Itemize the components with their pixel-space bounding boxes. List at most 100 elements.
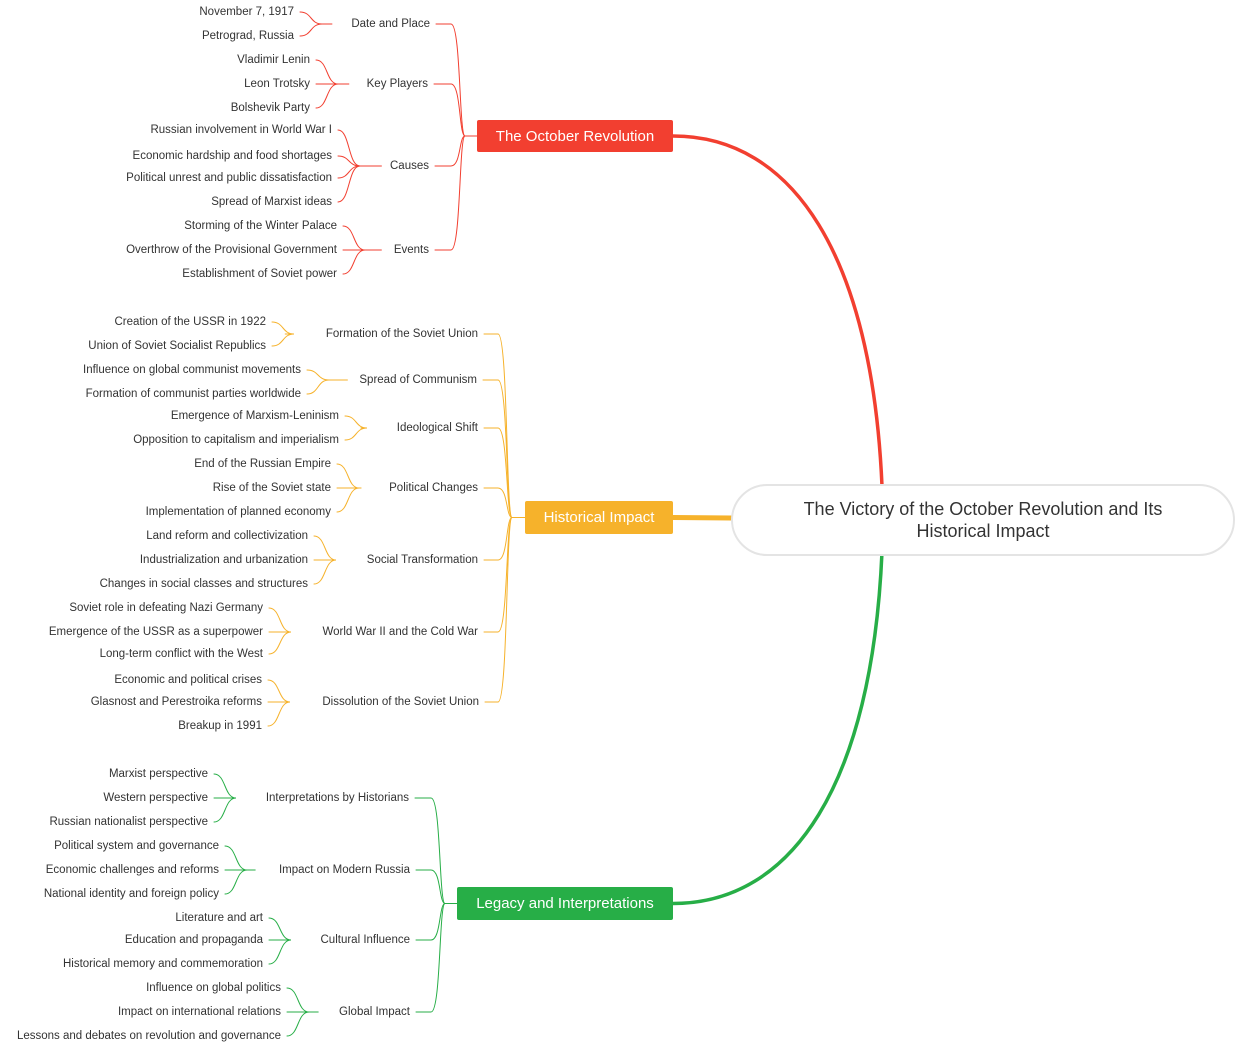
subtopic[interactable]: Key Players bbox=[366, 78, 428, 90]
subtopic[interactable]: Social Transformation bbox=[366, 554, 478, 566]
subtopic[interactable]: Political Changes bbox=[389, 482, 478, 494]
leaf-connector bbox=[306, 379, 348, 395]
sub-connector bbox=[483, 517, 526, 561]
leaf-topic[interactable]: Long-term conflict with the West bbox=[99, 648, 263, 660]
leaf-topic[interactable]: Establishment of Soviet power bbox=[182, 268, 337, 280]
leaf-connector bbox=[213, 797, 237, 823]
leaf-topic[interactable]: Land reform and collectivization bbox=[146, 530, 308, 542]
leaf-topic[interactable]: Economic challenges and reforms bbox=[45, 864, 219, 876]
leaf-topic[interactable]: End of the Russian Empire bbox=[194, 458, 331, 470]
branch-topic-2[interactable]: Historical Impact bbox=[525, 501, 673, 534]
leaf-topic[interactable]: Emergence of the USSR as a superpower bbox=[48, 626, 263, 638]
subtopic[interactable]: Dissolution of the Soviet Union bbox=[322, 696, 479, 708]
subtopic[interactable]: Causes bbox=[390, 160, 429, 172]
leaf-topic[interactable]: Union of Soviet Socialist Republics bbox=[88, 340, 266, 352]
leaf-topic[interactable]: Soviet role in defeating Nazi Germany bbox=[69, 602, 263, 614]
leaf-topic[interactable]: Creation of the USSR in 1922 bbox=[114, 316, 266, 328]
root-topic[interactable]: The Victory of the October Revolution an… bbox=[731, 484, 1235, 556]
leaf-topic[interactable]: Changes in social classes and structures bbox=[99, 578, 308, 590]
leaf-topic[interactable]: Leon Trotsky bbox=[244, 78, 310, 90]
sub-connector bbox=[483, 427, 526, 518]
sub-connector bbox=[433, 83, 478, 137]
leaf-topic[interactable]: Political system and governance bbox=[54, 840, 219, 852]
leaf-connector bbox=[342, 249, 382, 275]
branch-topic-label: Historical Impact bbox=[543, 509, 655, 526]
leaf-topic[interactable]: Political unrest and public dissatisfact… bbox=[126, 172, 332, 184]
leaf-topic[interactable]: Influence on global politics bbox=[146, 982, 281, 994]
leaf-topic[interactable]: Rise of the Soviet state bbox=[212, 482, 331, 494]
sub-connector bbox=[434, 135, 478, 251]
sub-connector bbox=[484, 517, 526, 703]
sub-connector bbox=[415, 903, 458, 1013]
branch-topic-3[interactable]: Legacy and Interpretations bbox=[457, 887, 673, 920]
leaf-connector bbox=[268, 631, 292, 655]
subtopic[interactable]: Date and Place bbox=[351, 18, 430, 30]
leaf-topic[interactable]: Overthrow of the Provisional Government bbox=[126, 244, 337, 256]
leaf-connector bbox=[315, 59, 350, 85]
subtopic[interactable]: Ideological Shift bbox=[396, 422, 478, 434]
leaf-connector bbox=[342, 225, 382, 251]
leaf-topic[interactable]: Petrograd, Russia bbox=[201, 30, 294, 42]
leaf-connector bbox=[299, 23, 333, 37]
leaf-topic[interactable]: Marxist perspective bbox=[108, 768, 208, 780]
branch-topic-label: Legacy and Interpretations bbox=[476, 895, 654, 912]
leaf-connector bbox=[213, 773, 237, 799]
subtopic[interactable]: World War II and the Cold War bbox=[322, 626, 478, 638]
leaf-topic[interactable]: Russian involvement in World War I bbox=[150, 124, 332, 136]
leaf-connector bbox=[344, 415, 368, 429]
leaf-topic[interactable]: Breakup in 1991 bbox=[178, 720, 262, 732]
leaf-connector bbox=[306, 369, 348, 381]
leaf-connector bbox=[337, 165, 382, 203]
sub-connector bbox=[414, 797, 458, 904]
leaf-connector bbox=[286, 987, 319, 1013]
leaf-topic[interactable]: Literature and art bbox=[175, 912, 263, 924]
leaf-topic[interactable]: Formation of communist parties worldwide bbox=[85, 388, 301, 400]
leaf-connector bbox=[313, 535, 337, 561]
leaf-topic[interactable]: Opposition to capitalism and imperialism bbox=[133, 434, 339, 446]
leaf-topic[interactable]: Bolshevik Party bbox=[230, 102, 310, 114]
leaf-topic[interactable]: Spread of Marxist ideas bbox=[211, 196, 332, 208]
leaf-topic[interactable]: Lessons and debates on revolution and go… bbox=[16, 1030, 281, 1042]
leaf-topic[interactable]: Glasnost and Perestroika reforms bbox=[90, 696, 262, 708]
sub-connector bbox=[483, 517, 526, 633]
subtopic[interactable]: Formation of the Soviet Union bbox=[325, 328, 478, 340]
leaf-connector bbox=[336, 487, 362, 513]
leaf-topic[interactable]: Emergence of Marxism-Leninism bbox=[170, 410, 339, 422]
leaf-topic[interactable]: Russian nationalist perspective bbox=[49, 816, 208, 828]
subtopic[interactable]: Global Impact bbox=[339, 1006, 410, 1018]
sub-connector bbox=[415, 903, 458, 941]
subtopic[interactable]: Spread of Communism bbox=[359, 374, 477, 386]
root-topic-title: The Victory of the October Revolution an… bbox=[803, 499, 1163, 541]
leaf-connector bbox=[224, 869, 256, 895]
leaf-connector bbox=[271, 321, 295, 335]
leaf-connector bbox=[344, 427, 368, 441]
leaf-connector bbox=[337, 155, 382, 167]
leaf-topic[interactable]: Industrialization and urbanization bbox=[139, 554, 308, 566]
leaf-topic[interactable]: Economic hardship and food shortages bbox=[132, 150, 332, 162]
leaf-connector bbox=[268, 939, 292, 965]
leaf-connector bbox=[268, 917, 292, 941]
leaf-topic[interactable]: Historical memory and commemoration bbox=[62, 958, 263, 970]
leaf-topic[interactable]: Influence on global communist movements bbox=[83, 364, 301, 376]
subtopic[interactable]: Events bbox=[393, 244, 429, 256]
branch-connector-3 bbox=[671, 550, 884, 906]
leaf-topic[interactable]: National identity and foreign policy bbox=[43, 888, 219, 900]
leaf-topic[interactable]: Vladimir Lenin bbox=[237, 54, 310, 66]
sub-connector bbox=[483, 333, 526, 518]
leaf-topic[interactable]: Economic and political crises bbox=[114, 674, 262, 686]
leaf-connector bbox=[315, 83, 350, 109]
branch-topic-1[interactable]: The October Revolution bbox=[477, 120, 673, 152]
leaf-topic[interactable]: Impact on international relations bbox=[117, 1006, 281, 1018]
leaf-topic[interactable]: Western perspective bbox=[103, 792, 208, 804]
sub-connector bbox=[415, 869, 458, 904]
subtopic[interactable]: Cultural Influence bbox=[320, 934, 411, 946]
leaf-connector bbox=[267, 701, 291, 727]
subtopic[interactable]: Impact on Modern Russia bbox=[278, 864, 410, 876]
leaf-connector bbox=[337, 129, 382, 167]
leaf-connector bbox=[299, 11, 333, 25]
leaf-topic[interactable]: Education and propaganda bbox=[124, 934, 263, 946]
subtopic[interactable]: Interpretations by Historians bbox=[265, 792, 409, 804]
leaf-topic[interactable]: November 7, 1917 bbox=[199, 6, 294, 18]
leaf-topic[interactable]: Storming of the Winter Palace bbox=[184, 220, 337, 232]
leaf-topic[interactable]: Implementation of planned economy bbox=[145, 506, 331, 518]
